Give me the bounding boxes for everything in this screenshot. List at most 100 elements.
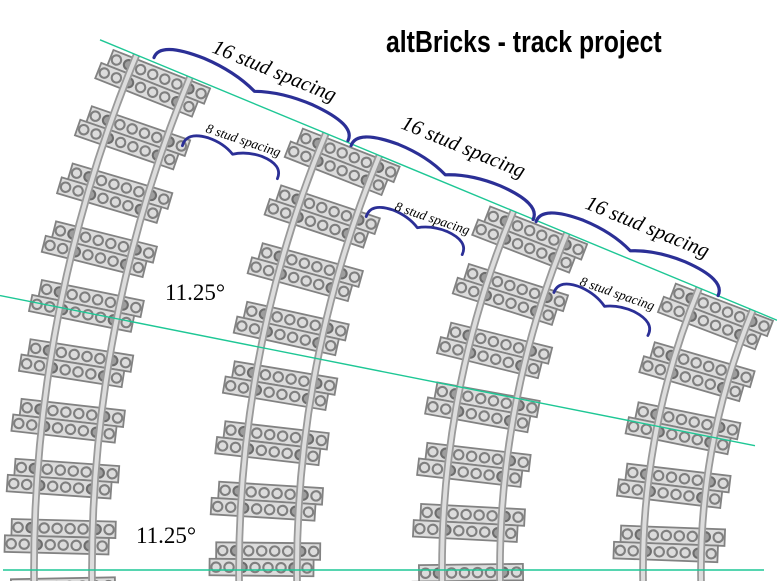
stud (8, 477, 20, 490)
stud (618, 482, 631, 495)
stud (302, 506, 315, 518)
stud (487, 228, 500, 241)
tie-row (416, 457, 524, 488)
tie-plate (10, 397, 126, 444)
stud (708, 493, 721, 505)
tie-row (40, 234, 148, 279)
stud (666, 546, 678, 559)
stud (284, 313, 296, 326)
stud (500, 397, 513, 409)
stud (486, 510, 498, 522)
stud (288, 390, 301, 403)
stud (94, 352, 106, 365)
stud (110, 72, 123, 84)
stud (44, 539, 56, 551)
stud (673, 287, 685, 300)
stud (77, 123, 90, 136)
stud (528, 287, 541, 300)
rail-core (32, 54, 139, 581)
stud (216, 440, 229, 452)
stud (500, 338, 512, 351)
stud (66, 288, 78, 301)
stud (68, 348, 80, 361)
stud (307, 450, 319, 463)
stud (627, 466, 639, 479)
stud (721, 306, 734, 318)
stud (40, 283, 53, 296)
stud (211, 500, 224, 513)
stud (516, 283, 528, 296)
stud (660, 529, 673, 542)
stud (298, 375, 310, 387)
stud (509, 472, 521, 484)
tie-row (10, 413, 118, 444)
stud (740, 371, 752, 384)
stud (279, 189, 291, 201)
stud (95, 174, 108, 187)
stud (77, 523, 89, 535)
stud (427, 446, 439, 458)
stud (384, 166, 397, 178)
stud (59, 481, 72, 493)
stud (511, 220, 524, 232)
stud (224, 380, 237, 392)
stud (275, 561, 287, 574)
tie-plate (5, 457, 121, 500)
stud (276, 430, 289, 442)
stud (276, 504, 289, 517)
stud (460, 508, 472, 521)
stud (621, 528, 634, 540)
stud (679, 371, 692, 383)
tie-plate (3, 518, 117, 556)
stud (98, 484, 111, 496)
stud (679, 547, 691, 559)
stud (453, 524, 465, 537)
stud (285, 373, 297, 385)
rail-core (89, 76, 192, 581)
stud (251, 427, 263, 439)
stud (686, 530, 699, 543)
stud (97, 192, 109, 205)
stud (483, 469, 495, 481)
stud (103, 523, 115, 536)
stud (20, 358, 33, 370)
stud (614, 544, 626, 557)
stud (683, 490, 695, 502)
stud (54, 225, 67, 237)
stud (457, 466, 469, 478)
stud (473, 509, 485, 521)
stud (642, 360, 654, 372)
stud (329, 223, 341, 236)
track-2 (208, 127, 401, 581)
stud (542, 309, 554, 321)
tie-plate (17, 338, 135, 389)
stud (69, 306, 81, 318)
stud (271, 311, 283, 323)
stud (516, 417, 529, 429)
tie-plate (612, 524, 727, 564)
stud (505, 297, 517, 310)
stud (281, 447, 293, 460)
stud (114, 118, 126, 131)
stud (504, 527, 517, 540)
stud (705, 547, 717, 560)
stud (91, 294, 104, 306)
stud (103, 428, 115, 440)
stud (439, 403, 452, 415)
stud (418, 461, 431, 474)
stud (647, 529, 660, 541)
stud (673, 305, 685, 318)
stud (466, 267, 479, 280)
rail-core (294, 154, 382, 581)
stud (468, 285, 480, 298)
stud (652, 469, 665, 482)
stud (431, 463, 444, 475)
stud (110, 372, 123, 384)
stud (13, 417, 25, 430)
stud (106, 468, 118, 480)
track-3 (411, 205, 589, 581)
stud (229, 441, 242, 454)
stud (301, 562, 313, 574)
stud (701, 418, 713, 431)
